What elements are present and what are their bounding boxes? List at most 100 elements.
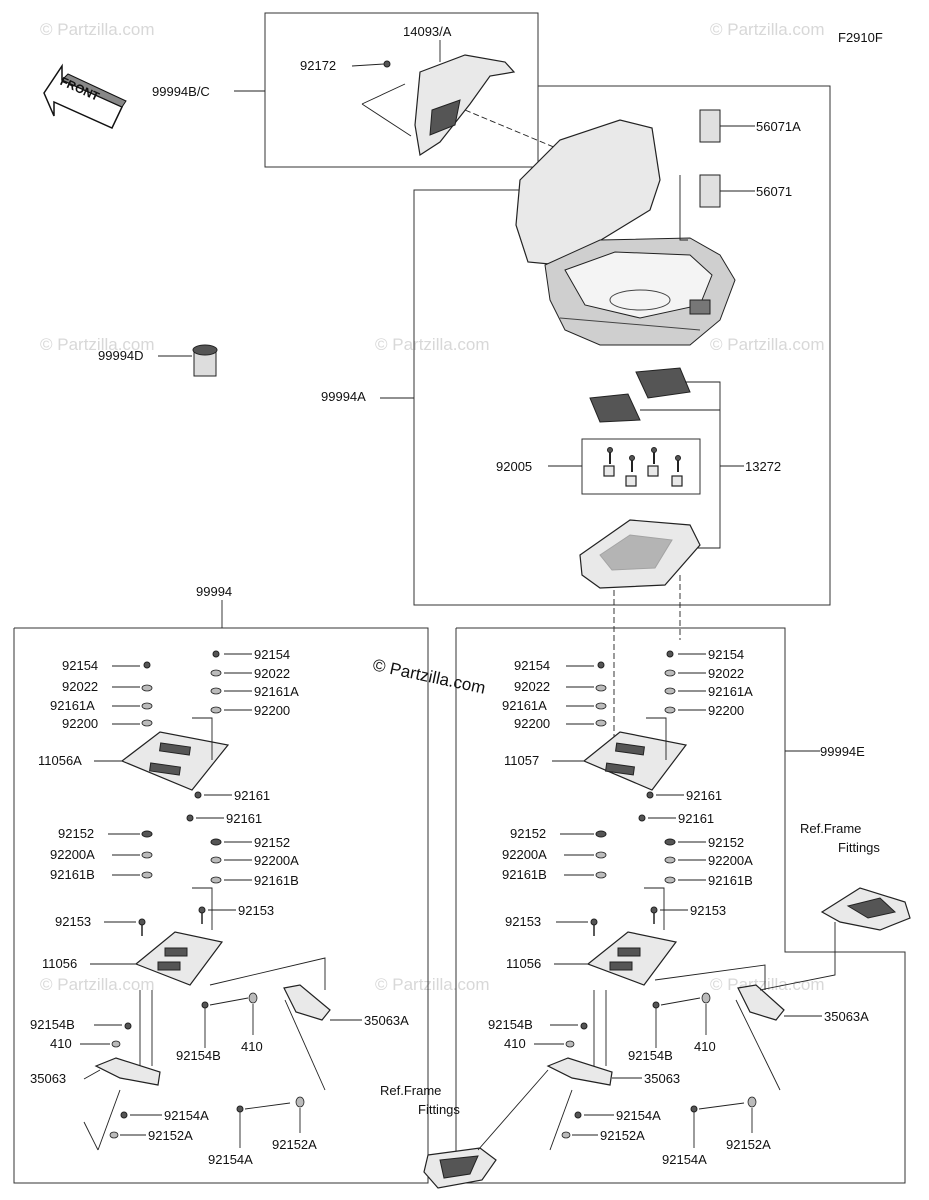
watermark: © Partzilla.com [40, 975, 155, 994]
bracket-part [737, 984, 785, 1021]
diagram-code: F2910F [838, 30, 883, 45]
part-label: 410 [241, 1039, 263, 1054]
part-label: 92154 [514, 658, 550, 673]
part-label: 92152 [708, 835, 744, 850]
part-label: 92154B [176, 1048, 221, 1063]
part-label: 92161A [254, 684, 299, 699]
left-group-label: 99994 [196, 584, 232, 599]
part-label: 35063A [824, 1009, 869, 1024]
part-label: 92154A [662, 1152, 707, 1167]
top-case-box [413, 85, 831, 606]
left-kit-parts: 92154 92022 92161A 92200 92154 92022 921… [30, 647, 409, 1167]
part-label: 92154A [616, 1108, 661, 1123]
part-label: 92161A [502, 698, 547, 713]
plate-label: 11056 [42, 956, 77, 971]
part-label-92172: 92172 [300, 58, 336, 73]
ref-frame-label: Fittings [418, 1102, 460, 1117]
part-label: 92154 [62, 658, 98, 673]
part-label: 92022 [254, 666, 290, 681]
watermark: © Partzilla.com [371, 655, 487, 697]
left-kit-box [13, 627, 429, 1184]
part-label: 92152A [272, 1137, 317, 1152]
part-label-56071: 56071 [756, 184, 792, 199]
part-label: 92161B [502, 867, 547, 882]
part-label: 92152A [600, 1128, 645, 1143]
part-label-99994d: 99994D [98, 348, 144, 363]
watermark: © Partzilla.com [710, 335, 825, 354]
part-label: 92200 [254, 703, 290, 718]
part-label: 92161A [708, 684, 753, 699]
part-label: 92022 [62, 679, 98, 694]
part-label: 92152 [58, 826, 94, 841]
part-label: 92161B [50, 867, 95, 882]
bracket-part [94, 1057, 161, 1086]
part-label: 92200A [50, 847, 95, 862]
cap-part [192, 344, 218, 377]
part-label: 92161 [686, 788, 722, 803]
part-label: 92022 [514, 679, 550, 694]
part-label: 92154 [708, 647, 744, 662]
part-label: 92154A [164, 1108, 209, 1123]
part-label: 410 [50, 1036, 72, 1051]
part-label: 92153 [690, 903, 726, 918]
ref-frame-label: Fittings [838, 840, 880, 855]
part-label: 92154B [30, 1017, 75, 1032]
part-label-56071a: 56071A [756, 119, 801, 134]
part-label-99994a: 99994A [321, 389, 366, 404]
part-label: 92154A [208, 1152, 253, 1167]
part-label: 92154B [488, 1017, 533, 1032]
cover-kit-box [264, 12, 539, 168]
plate-label: 11057 [504, 753, 539, 768]
front-arrow-icon: FRONT [43, 63, 127, 129]
part-label: 92152A [726, 1137, 771, 1152]
part-label: 92200 [62, 716, 98, 731]
part-label: 35063A [364, 1013, 409, 1028]
part-label: 35063 [30, 1071, 66, 1086]
part-label: 92154 [254, 647, 290, 662]
part-label: 92161 [678, 811, 714, 826]
screws-set [603, 447, 683, 487]
part-label-99994bc: 99994B/C [152, 84, 210, 99]
bracket-part [546, 1057, 613, 1086]
part-label: 92161 [234, 788, 270, 803]
bracket-part [283, 984, 331, 1021]
watermark: © Partzilla.com [710, 20, 825, 39]
part-label: 35063 [644, 1071, 680, 1086]
part-label: 92152A [148, 1128, 193, 1143]
part-label: 92161B [708, 873, 753, 888]
part-label: 92152 [254, 835, 290, 850]
part-label-92005: 92005 [496, 459, 532, 474]
part-label: 92200 [514, 716, 550, 731]
part-label: 92152 [510, 826, 546, 841]
ref-frame-label: Ref.Frame [800, 821, 861, 836]
rubber-pads [589, 367, 691, 423]
part-label: 92161A [50, 698, 95, 713]
watermarks: © Partzilla.com © Partzilla.com © Partzi… [40, 20, 825, 994]
part-label: 92200A [254, 853, 299, 868]
part-label: 92200A [502, 847, 547, 862]
part-label-14093a: 14093/A [403, 24, 452, 39]
screw-group-box [581, 438, 701, 495]
ref-frame-label: Ref.Frame [380, 1083, 441, 1098]
watermark: © Partzilla.com [710, 975, 825, 994]
part-label: 92161B [254, 873, 299, 888]
plate-label: 11056A [38, 753, 82, 768]
base-plate-part [579, 519, 701, 589]
part-label-13272: 13272 [745, 459, 781, 474]
watermark: © Partzilla.com [375, 335, 490, 354]
part-label: 410 [504, 1036, 526, 1051]
watermark: © Partzilla.com [40, 20, 155, 39]
top-cover-part [414, 54, 516, 157]
part-label: 92154B [628, 1048, 673, 1063]
part-label: 92153 [238, 903, 274, 918]
part-label: 92153 [505, 914, 541, 929]
part-label: 92153 [55, 914, 91, 929]
watermark: © Partzilla.com [375, 975, 490, 994]
watermark: © Partzilla.com [40, 335, 155, 354]
top-case-part [515, 119, 736, 346]
label-sticker-a [699, 109, 721, 143]
part-label: 92161 [226, 811, 262, 826]
plate-label: 11056 [506, 956, 541, 971]
